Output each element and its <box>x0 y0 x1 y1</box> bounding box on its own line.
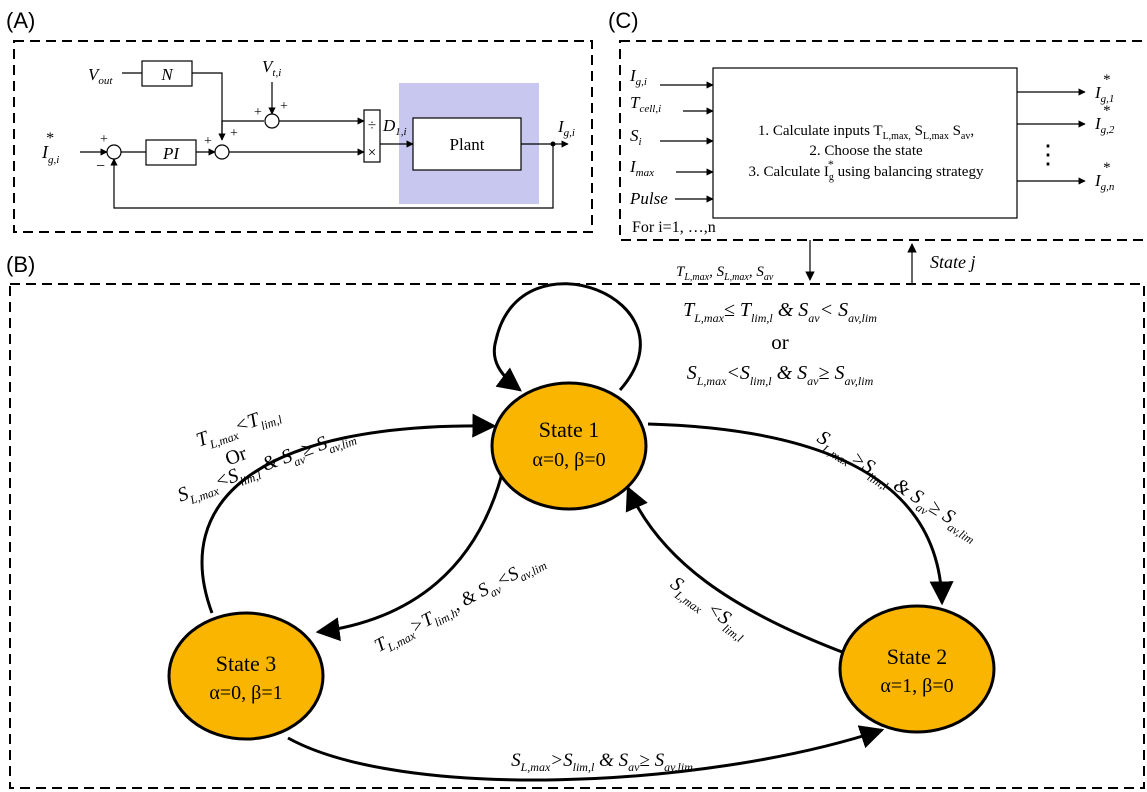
output-ig2: Ig,2* <box>1094 103 1115 136</box>
state-3-title: State 3 <box>216 651 277 676</box>
svg-text:3. Calculate Ig* using balanci: 3. Calculate Ig* using balancing strateg… <box>749 157 984 183</box>
sum-junction-vt <box>264 113 280 129</box>
state-2-circle <box>838 604 996 734</box>
plus-sign: + <box>230 126 238 141</box>
vout-label: Vout <box>88 65 113 87</box>
duty-cycle-label: D1,i <box>382 116 407 138</box>
svg-text:Tcell,i: Tcell,i <box>630 93 661 115</box>
svg-text:2. Choose the state: 2. Choose the state <box>809 143 923 159</box>
vertical-ellipsis: ⋮ <box>1035 140 1061 169</box>
s2-to-s1-arrow <box>625 485 851 657</box>
state-2-params: α=1, β=0 <box>880 675 953 697</box>
svg-text:Vt,i: Vt,i <box>262 57 281 79</box>
svg-text:Ig,1*: Ig,1* <box>1094 72 1114 105</box>
state-1-params: α=0, β=0 <box>532 449 605 471</box>
self-loop-or: or <box>771 330 789 354</box>
s1-to-s3-condition: TL,max>Tlim,h, & Sav<Sav,lim <box>371 549 549 659</box>
pi-block <box>145 139 197 166</box>
sum-junction-ff <box>214 144 230 160</box>
plus-sign: + <box>254 105 262 120</box>
panel-c-frame <box>619 40 1147 241</box>
svg-text:1. Calculate inputs TL,max, SL: 1. Calculate inputs TL,max, SL,max Sav, <box>758 123 974 142</box>
state-1: State 1 α=0, β=0 <box>490 381 648 511</box>
state-1-circle <box>490 381 648 511</box>
s1-to-s2-condition: SL,max>Slim,l & Sav≥ Sav,lim <box>811 426 983 547</box>
plus-sign: + <box>280 99 288 114</box>
svg-text:Ig,i*: Ig,i* <box>41 130 59 166</box>
svg-text:TL,max, SL,max, Sav: TL,max, SL,max, Sav <box>676 264 774 283</box>
plus-sign: + <box>204 134 212 149</box>
input-tcell: Tcell,i <box>630 93 661 115</box>
s3-to-s1-arrow <box>200 413 497 614</box>
divide-multiply-block <box>363 109 381 163</box>
feedback-line <box>110 144 554 209</box>
svg-text:Ig,2*: Ig,2* <box>1094 103 1115 136</box>
output-current-label: Ig,i <box>557 117 575 139</box>
input-ig: Ig,i <box>629 66 647 88</box>
panel-a-label: (A) <box>6 8 35 33</box>
s1-to-s2-arrow <box>647 422 954 606</box>
output-ign: Ig,n* <box>1094 160 1115 193</box>
self-loop-arrow <box>492 282 642 392</box>
plus-sign: + <box>100 132 108 147</box>
output-ig1: Ig,1* <box>1094 72 1114 105</box>
pi-block-label: PI <box>162 144 180 163</box>
minus-sign: − <box>96 158 105 175</box>
algorithm-text: 1. Calculate inputs TL,max, SL,max Sav, … <box>749 123 984 183</box>
reference-current-label: Ig,i* <box>41 130 59 166</box>
input-s: Si <box>630 126 642 148</box>
svg-text:Ig,i: Ig,i <box>557 117 575 139</box>
multiply-sign: × <box>368 145 376 161</box>
self-loop-condition-1: TL,max≤ Tlim,l & Sav< Sav,lim <box>683 299 877 325</box>
index-range-note: For i=1, …,n <box>632 219 716 236</box>
input-pulse: Pulse <box>629 189 668 208</box>
svg-text:Si: Si <box>630 126 642 148</box>
svg-text:Vout: Vout <box>88 65 113 87</box>
svg-text:D1,i: D1,i <box>382 116 407 138</box>
state-3-circle <box>167 611 325 741</box>
s1-to-s3-arrow <box>315 461 507 642</box>
plant-block <box>412 117 522 171</box>
self-loop-condition-2: SL,max<Slim,l & Sav≥ Sav,lim <box>687 362 874 388</box>
panel-c-label: (C) <box>608 8 639 33</box>
state-1-title: State 1 <box>539 417 600 442</box>
n-block-label: N <box>160 65 174 84</box>
panel-a-frame <box>13 40 593 233</box>
state-2: State 2 α=1, β=0 <box>838 604 996 734</box>
state-3: State 3 α=0, β=1 <box>167 611 325 741</box>
s3-to-s2-arrow <box>287 725 885 782</box>
s3-to-s2-condition: SL,max>Slim,l & Sav≥ Sav,lim <box>511 750 693 774</box>
state-2-title: State 2 <box>887 644 948 669</box>
svg-text:Ig,i: Ig,i <box>629 66 647 88</box>
divide-sign: ÷ <box>368 118 376 134</box>
panel-b-label: (B) <box>6 252 35 277</box>
n-block <box>141 60 193 87</box>
vt-label: Vt,i <box>262 57 281 79</box>
link-up-label: State j <box>930 252 976 272</box>
link-down-label: TL,max, SL,max, Sav <box>676 264 774 283</box>
plant-block-label: Plant <box>450 135 485 154</box>
svg-text:Imax: Imax <box>629 157 654 179</box>
sum-junction-error <box>106 144 122 160</box>
state-3-params: α=0, β=1 <box>209 682 282 704</box>
input-imax: Imax <box>629 157 654 179</box>
svg-text:Ig,n*: Ig,n* <box>1094 160 1115 193</box>
